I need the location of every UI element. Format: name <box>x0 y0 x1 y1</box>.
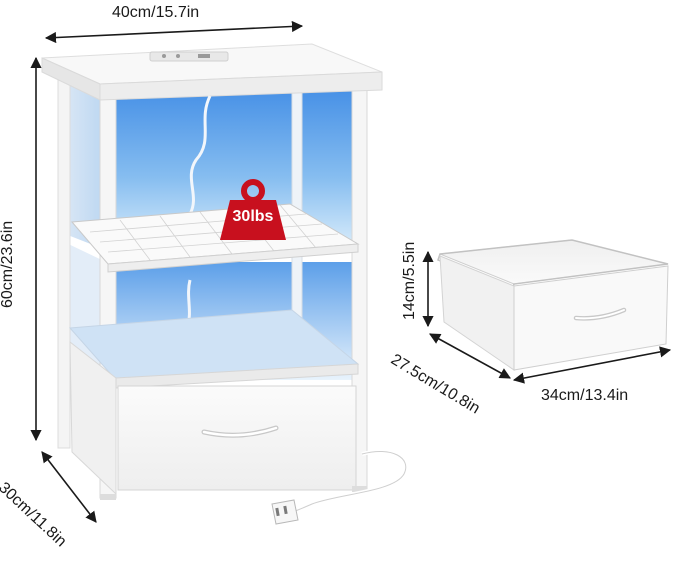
fabric-drawer <box>437 239 669 371</box>
depth-dimension-line <box>41 451 97 523</box>
foot <box>352 486 367 492</box>
foot <box>100 494 116 500</box>
usb-port <box>162 54 166 58</box>
charging-port-strip <box>149 51 229 62</box>
nightstand <box>41 43 408 525</box>
table-height-label: 60cm/23.6in <box>0 220 16 308</box>
drawer-height-label: 14cm/5.5in <box>401 241 418 320</box>
table-width-label: 40cm/15.7in <box>112 4 200 21</box>
drawer-width-dimension-line <box>512 346 672 384</box>
drawer-front <box>117 385 357 491</box>
drawer-basket-handle <box>575 309 625 320</box>
internal-power-cord <box>188 95 212 215</box>
drawer-handle <box>202 426 278 437</box>
outlet-port <box>198 54 210 58</box>
drawer-width-label: 34cm/13.4in <box>541 387 629 404</box>
weight-icon <box>220 179 286 240</box>
drawer-housing-top <box>115 363 359 389</box>
dimension-lines <box>30 20 672 523</box>
usb-port <box>176 54 180 58</box>
drawer-depth-dimension-line <box>429 333 511 379</box>
width-dimension-line <box>44 20 304 44</box>
drawer-basket-top-rim <box>437 239 669 291</box>
power-plug-icon <box>271 499 299 525</box>
weight-capacity-label: 30lbs <box>232 208 274 225</box>
mesh-shelf-front-rail <box>107 243 359 273</box>
tabletop-left-edge <box>41 57 101 101</box>
back-left-leg <box>57 69 71 449</box>
external-power-cord <box>289 450 407 513</box>
